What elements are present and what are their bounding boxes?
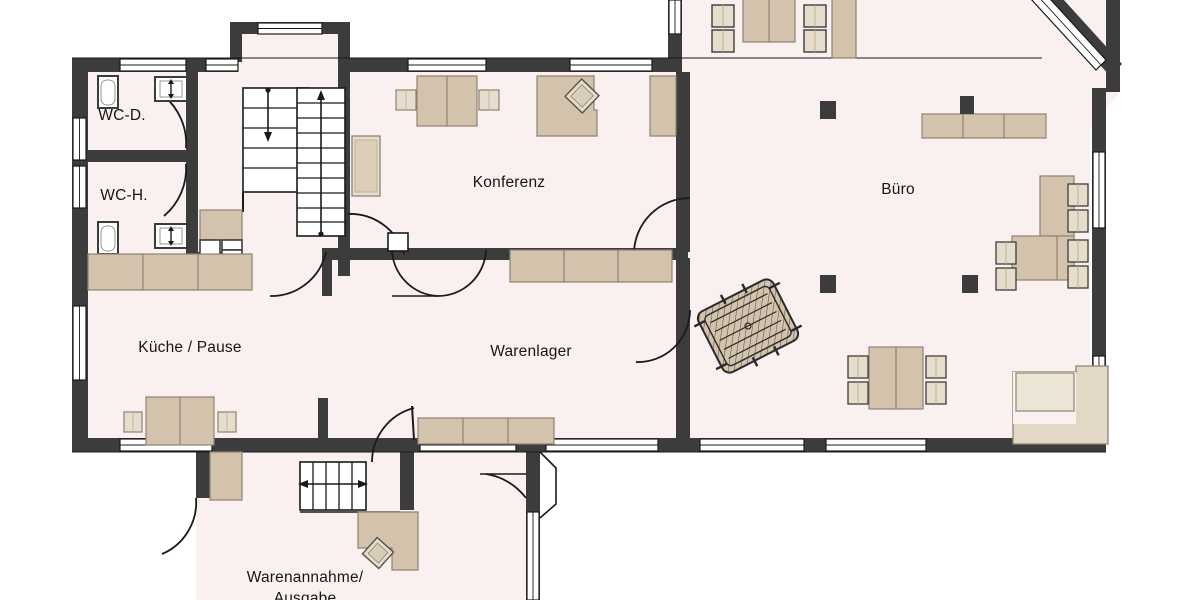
column [960,96,974,114]
chair [711,29,735,53]
window [1031,0,1107,71]
chair [803,29,827,53]
window [257,22,323,35]
dining-table [145,396,215,446]
room-label-warenannahme: Warenannahme/ [247,569,364,586]
column [962,275,978,293]
sofa [351,135,381,197]
desk-pair [742,0,796,43]
sink-icon [154,223,188,249]
cabinet-tall [649,75,677,137]
window [699,438,805,452]
chair [478,89,500,111]
window [72,305,87,381]
room-label-wc-herren: WC-H. [100,187,148,204]
counter-stub [209,451,243,501]
window [569,58,653,72]
chair [217,411,237,433]
chair [995,267,1017,291]
desk-chair [564,78,600,114]
kitchen-furniture [87,253,253,501]
sink-icon [154,76,188,102]
wall-outlines [72,57,1106,453]
stair-up [296,87,346,237]
counter-run [87,253,253,291]
counter-run [921,113,1047,139]
chair [995,241,1017,265]
room-labels: WC-D. WC-H. Küche / Pause Konferenz Ware… [98,107,915,600]
chair [925,381,947,405]
window [72,117,87,161]
chair-group [995,183,1089,291]
chair [395,89,417,111]
chair-group [847,355,947,405]
konferenz-furniture [351,75,677,283]
chair [1067,209,1089,233]
desk-pair [868,346,924,410]
window [545,438,659,452]
column [820,275,836,293]
chair [1067,265,1089,289]
chair [711,4,735,28]
cabinet-tall [831,0,857,59]
chair [1067,239,1089,263]
toilet-icon [97,221,119,255]
desk-pair [416,75,478,127]
chair [123,411,143,433]
corner-desk [357,511,419,571]
threshold-box [387,232,409,252]
pallet-rack [693,278,803,374]
window [407,58,487,72]
room-label-kueche-pause: Küche / Pause [138,339,241,356]
room-label-warenausgabe: Ausgabe [274,590,337,600]
chair-group [711,4,827,53]
room-label-konferenz: Konferenz [473,174,545,191]
chair [847,381,869,405]
chair [925,355,947,379]
window [205,58,239,72]
window [72,165,87,209]
chair [1067,183,1089,207]
window [1092,151,1106,229]
shelf-run [509,249,673,283]
room-label-warenlager: Warenlager [490,343,572,360]
room-label-buero: Büro [881,181,915,198]
buero-furniture [711,0,1109,445]
chair [803,4,827,28]
column [820,101,836,119]
window [119,58,187,72]
room-label-wc-damen: WC-D. [98,107,146,124]
window [668,0,682,35]
window [825,438,927,452]
desk-chair [361,536,395,570]
coffee-table [1015,372,1075,412]
stair-lower [298,461,400,513]
window [526,511,540,600]
warenlager-furniture [417,278,803,445]
chair [847,355,869,379]
shelf-run [417,417,555,445]
toilet-icon [97,75,119,109]
warenannahme-furniture [357,511,419,571]
